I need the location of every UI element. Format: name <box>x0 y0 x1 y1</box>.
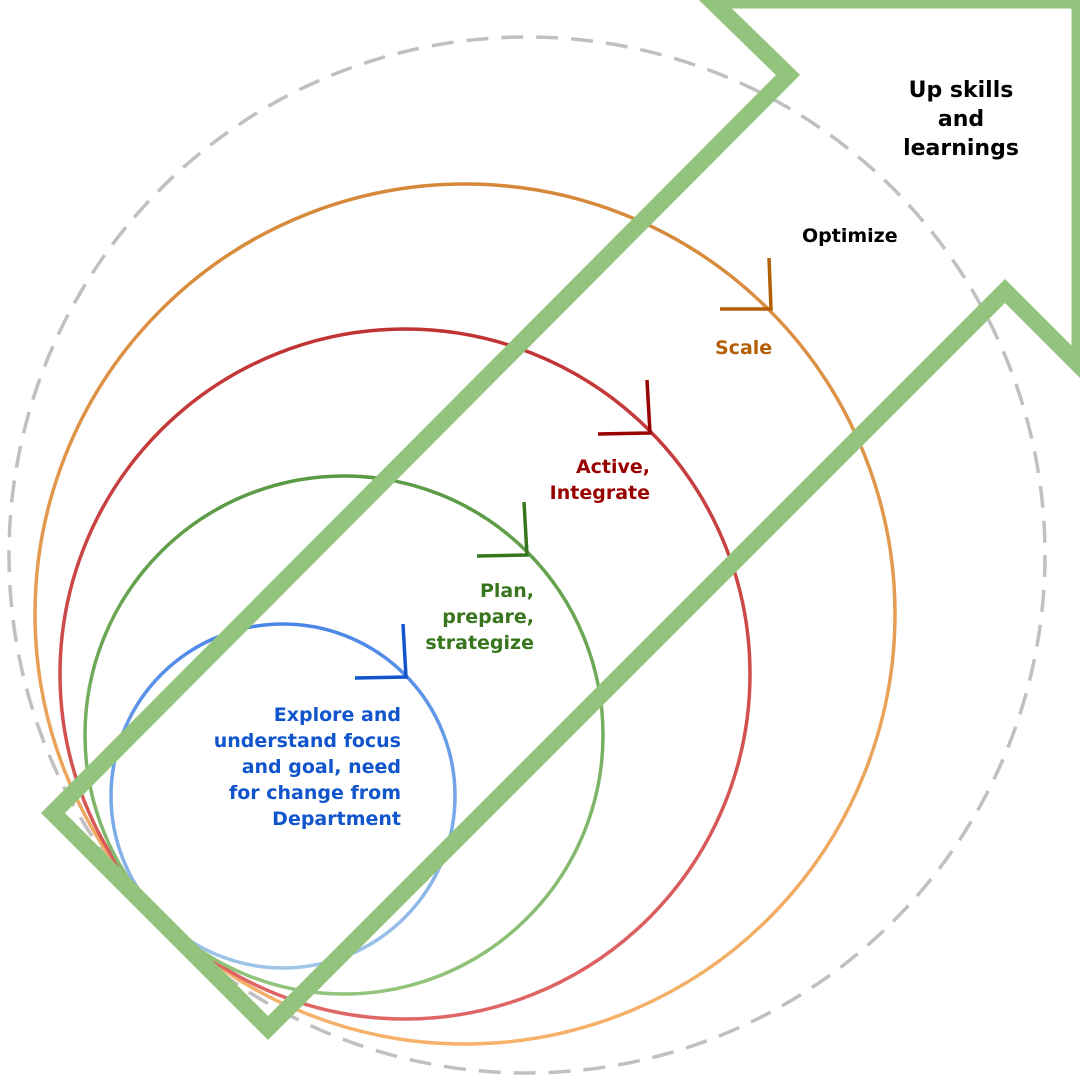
plan-label: Plan, prepare, strategize <box>425 580 534 654</box>
integrate-label: Active, Integrate <box>549 456 650 504</box>
integrate-arrowhead <box>597 379 652 436</box>
plan-arrowhead <box>476 501 529 558</box>
plan-circle <box>83 474 605 996</box>
arrow-head-interior <box>765 20 1058 315</box>
explore-arrowhead <box>354 623 408 680</box>
explore-label: Explore and understand focus and goal, n… <box>213 704 401 830</box>
growth-arrow <box>40 0 1080 1041</box>
scale-circle <box>33 182 897 1046</box>
optimize-label: Optimize <box>802 225 898 247</box>
scale-arrowhead <box>720 257 773 311</box>
explore-circle <box>109 622 457 970</box>
optimize-dashed-circle <box>7 35 1047 1075</box>
scale-label: Scale <box>715 337 773 359</box>
goal-label: Up skills and learnings <box>903 78 1019 161</box>
integrate-circle <box>58 327 752 1021</box>
